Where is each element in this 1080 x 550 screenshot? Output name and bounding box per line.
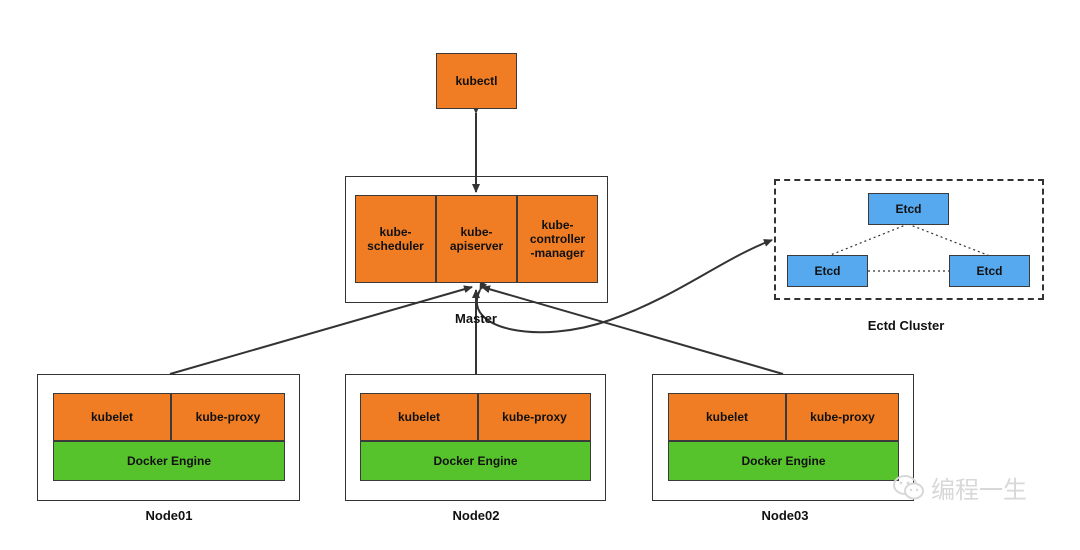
master-frame <box>345 176 608 303</box>
node03-kubelet-box: kubelet <box>668 393 786 441</box>
watermark: 编程一生 <box>893 470 1027 505</box>
etcd-link-1 <box>827 223 909 257</box>
node03-docker-engine-box: Docker Engine <box>668 441 899 481</box>
kube-scheduler-box: kube- scheduler <box>355 195 436 283</box>
watermark-text: 编程一生 <box>931 476 1027 504</box>
node03-caption: Node03 <box>761 508 809 523</box>
node01-caption: Node01 <box>145 508 193 523</box>
apiserver-etcd-arrow <box>476 239 773 334</box>
node03-frame <box>652 374 914 501</box>
kube-apiserver-box: kube- apiserver <box>436 195 517 283</box>
node02-frame <box>345 374 606 501</box>
etcd-box-right: Etcd <box>949 255 1030 287</box>
kube-controller-manager-box: kube- controller -manager <box>517 195 598 283</box>
node01-kubelet-box: kubelet <box>53 393 171 441</box>
etcd-cluster-caption: Ectd Cluster <box>867 318 945 333</box>
wechat-icon <box>893 474 924 499</box>
node02-kube-proxy-box: kube-proxy <box>478 393 591 441</box>
node01-docker-engine-box: Docker Engine <box>53 441 285 481</box>
node02-kubelet-box: kubelet <box>360 393 478 441</box>
etcd-box-left: Etcd <box>787 255 868 287</box>
node01-kube-proxy-box: kube-proxy <box>171 393 285 441</box>
node03-arrow <box>481 285 784 375</box>
etcd-box-top: Etcd <box>868 193 949 225</box>
node01-frame <box>37 374 300 501</box>
etcd-cluster-frame <box>774 179 1044 300</box>
kubectl-box: kubectl <box>436 53 517 109</box>
node02-caption: Node02 <box>452 508 500 523</box>
node03-kube-proxy-box: kube-proxy <box>786 393 899 441</box>
node01-arrow <box>169 285 473 375</box>
node02-docker-engine-box: Docker Engine <box>360 441 591 481</box>
master-caption: Master <box>455 311 497 326</box>
